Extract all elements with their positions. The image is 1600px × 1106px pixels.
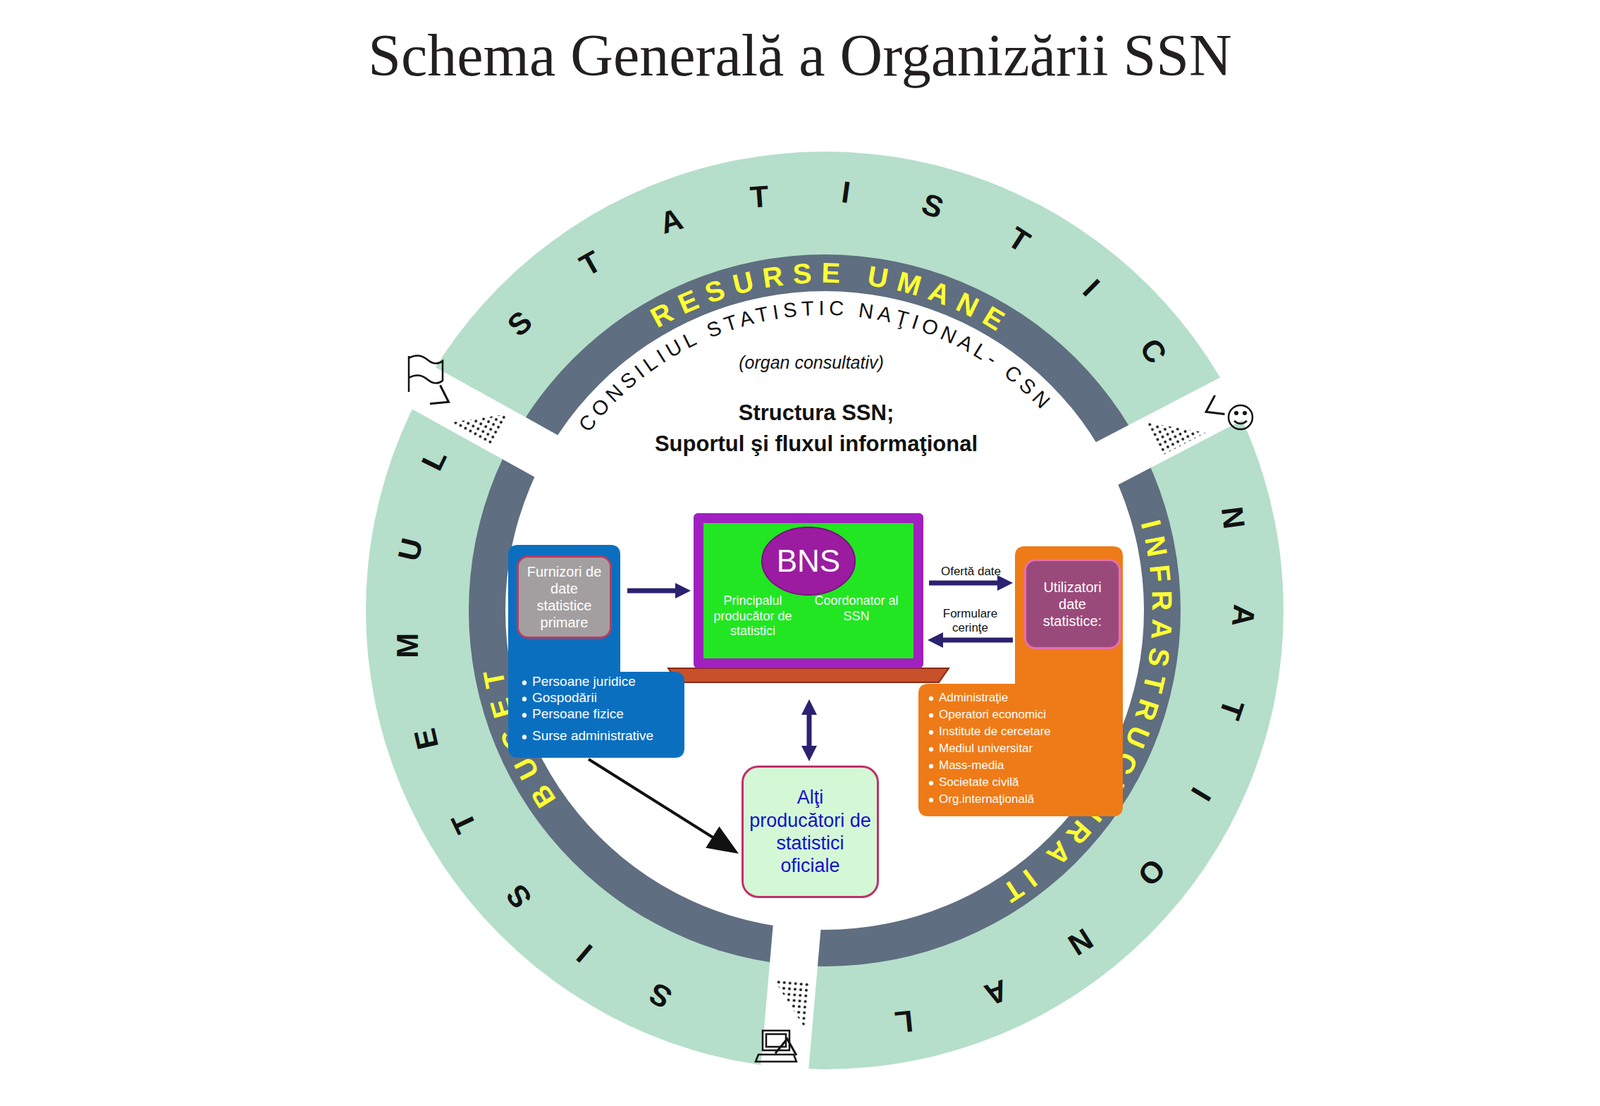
free-label: (organ consultativ) [738,352,884,373]
laptop-screen: Principalul producător de statisticiCoor… [693,513,924,669]
list-item: Administraţie [927,690,1008,705]
list-item: Persoane fizice [520,706,624,723]
list-item: Persoane juridice [520,673,636,691]
inner-disc [505,291,1144,930]
users-box: Utilizatori date statistice: [1024,558,1121,650]
ring-gap [759,915,822,1086]
flag-icon [408,355,443,392]
connector-arrow [936,637,1013,643]
edge-label: Ofertă date [940,564,1001,579]
ring-text-path: CONSILIUL STATISTIC NAŢIONAL- CSN [573,296,1058,436]
panel-outline [918,546,1123,817]
bns-ellipse: BNS [760,525,857,597]
panel-outline [508,544,685,758]
screen-text: Coordonator al SSN [810,593,903,624]
diagram-title: Schema Generală a Organizării SSN [0,21,1600,90]
ring-text: CONSILIUL STATISTIC NAŢIONAL- CSN [573,296,1058,436]
connector-arrow [588,759,725,845]
computer-icon [755,1030,797,1062]
users-panel: AdministraţieOperatori economiciInstitut… [918,546,1123,817]
outer-ring [365,151,1284,1070]
free-label: Suportul şi fluxul informaţional [654,431,978,457]
screen-text: Principalul producător de statistici [703,593,803,640]
node-text: Alţi producători de statistici oficiale [749,785,872,878]
supplier-box: Furnizori de date statistice primare [516,555,612,639]
ellipse-outline [761,527,855,595]
list-item: Societate civilă [927,775,1019,790]
list-item: Institute de cercetare [927,724,1051,739]
free-label: Structura SSN; [738,400,894,426]
list-item: Surse administrative [520,728,654,745]
connector-arrow [928,580,1005,586]
list-item: Operatori economici [927,707,1046,722]
list-item: Mediul universitar [927,741,1033,756]
connector-arrow [627,588,683,594]
list-item: Org.internaţională [927,792,1035,807]
list-item: Mass-media [927,758,1005,773]
dark-ring [468,254,1181,967]
node-text: Furnizori de date statistice primare [522,563,606,631]
node-text: Utilizatori date statistice: [1030,578,1115,630]
edge-label: Formulare cerinţe [931,606,1010,636]
smiley-icon [1228,405,1253,430]
supplier-panel: Persoane juridiceGospodăriiPersoane fizi… [508,544,685,758]
node-text: BNS [776,542,841,581]
producers-box: Alţi producători de statistici oficiale [741,765,879,898]
laptop-base [668,668,949,683]
connector-arrow [807,707,812,753]
list-item: Gospodării [520,690,598,707]
